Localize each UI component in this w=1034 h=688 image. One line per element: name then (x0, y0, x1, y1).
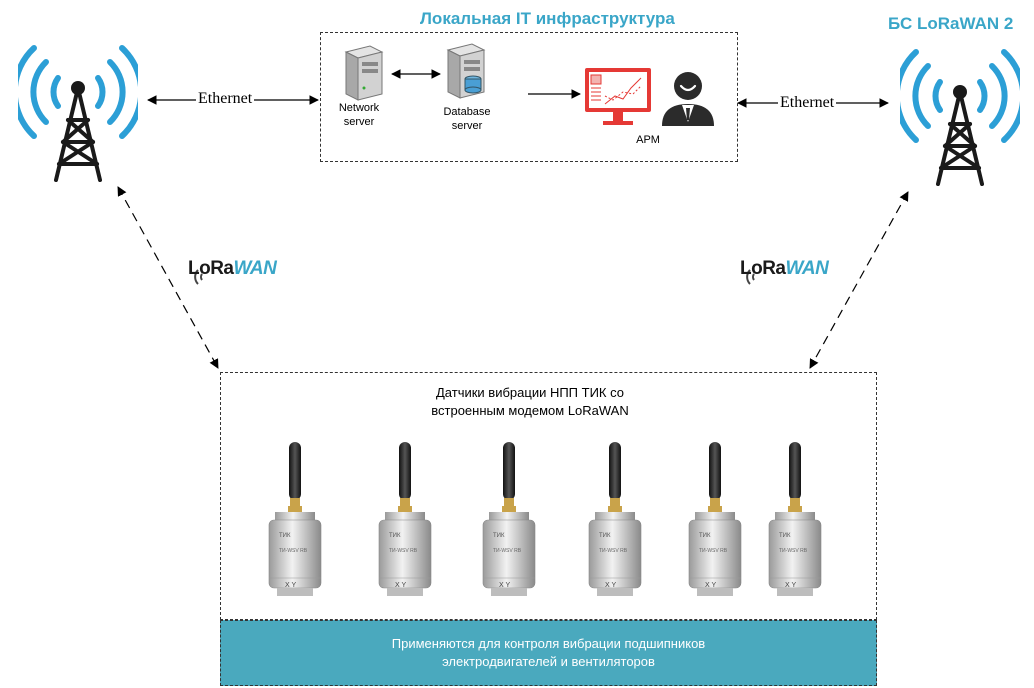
sensor-model-text: TИ-WSV RB (279, 548, 308, 554)
sensor-brand-text: TИК (599, 533, 611, 539)
note-line2: электродвигателей и вентиляторов (442, 654, 655, 669)
operator-user-icon (662, 72, 714, 126)
database-server-icon (446, 43, 486, 99)
infra-title: Локальная IT инфраструктура (420, 9, 675, 28)
ethernet-right-label: Ethernet (778, 94, 837, 112)
vibration-sensor-icon: TИК TИ-WSV RB X Y (588, 442, 642, 596)
sensor-axes-text: X Y (705, 582, 716, 589)
workstation-monitor-icon (585, 68, 651, 125)
note-line1: Применяются для контроля вибрации подшип… (391, 636, 706, 651)
lorawan-logo-part2: WAN (233, 258, 277, 279)
sensor-axes-text: X Y (499, 582, 510, 589)
sensor-brand-text: TИК (779, 533, 791, 539)
vibration-sensor-icon: TИК TИ-WSV RB X Y (688, 442, 742, 596)
lora-link-right (809, 191, 909, 369)
sensors-caption: Датчики вибрации НПП ТИК со встроенным м… (380, 384, 680, 420)
application-note-bar: Применяются для контроля вибрации подшип… (220, 620, 877, 686)
lorawan-logo-text-right: LoRaWAN (740, 258, 829, 280)
lorawan-signal-icon (194, 269, 203, 285)
sensor-axes-text: X Y (395, 582, 406, 589)
sensor-model-text: TИ-WSV RB (779, 548, 808, 554)
sensor-brand-text: TИК (279, 533, 291, 539)
sensor-model-text: TИ-WSV RB (699, 548, 728, 554)
sensor-model-text: TИ-WSV RB (493, 548, 522, 554)
network-server-label: Network server (338, 102, 380, 128)
sensors-caption-line1: Датчики вибрации НПП ТИК со (436, 385, 624, 400)
sensor-axes-text: X Y (285, 582, 296, 589)
lora-link-left (117, 186, 219, 369)
base-station-2-title: БС LoRaWAN 2 (888, 14, 1014, 33)
network-server-icon (344, 45, 384, 101)
vibration-sensor-icon: TИК TИ-WSV RB X Y (268, 442, 322, 596)
lorawan-logo-text-left: LoRaWAN (188, 258, 277, 280)
sensor-row: TИК TИ-WSV RB X Y TИК TИ-WSV RB X Y TИК TИ-WSV … (255, 440, 855, 600)
sensors-caption-line2: встроенным модемом LoRaWAN (431, 403, 629, 418)
sensors-box (220, 372, 877, 620)
sensor-brand-text: TИК (493, 533, 505, 539)
lorawan-signal-icon (746, 269, 755, 285)
base-station-1-tower-icon (18, 45, 138, 182)
vibration-sensor-icon: TИК TИ-WSV RB X Y (482, 442, 536, 596)
sensor-model-text: TИ-WSV RB (599, 548, 628, 554)
base-station-2-tower-icon (900, 49, 1020, 186)
sensor-brand-text: TИК (389, 533, 401, 539)
vibration-sensor-icon: TИК TИ-WSV RB X Y (378, 442, 432, 596)
sensor-axes-text: X Y (605, 582, 616, 589)
sensor-model-text: TИ-WSV RB (389, 548, 418, 554)
workstation-label: АРМ (636, 134, 660, 146)
infra-box (320, 32, 738, 162)
lorawan-logo-part2: WAN (785, 258, 829, 279)
lorawan-logo-part1: LoRa (188, 258, 234, 279)
lorawan-logo-part1: LoRa (740, 258, 786, 279)
sensor-axes-text: X Y (785, 582, 796, 589)
database-server-label: Database server (443, 106, 491, 132)
sensor-brand-text: TИК (699, 533, 711, 539)
ethernet-left-label: Ethernet (196, 90, 255, 108)
vibration-sensor-icon: TИК TИ-WSV RB X Y (768, 442, 822, 596)
